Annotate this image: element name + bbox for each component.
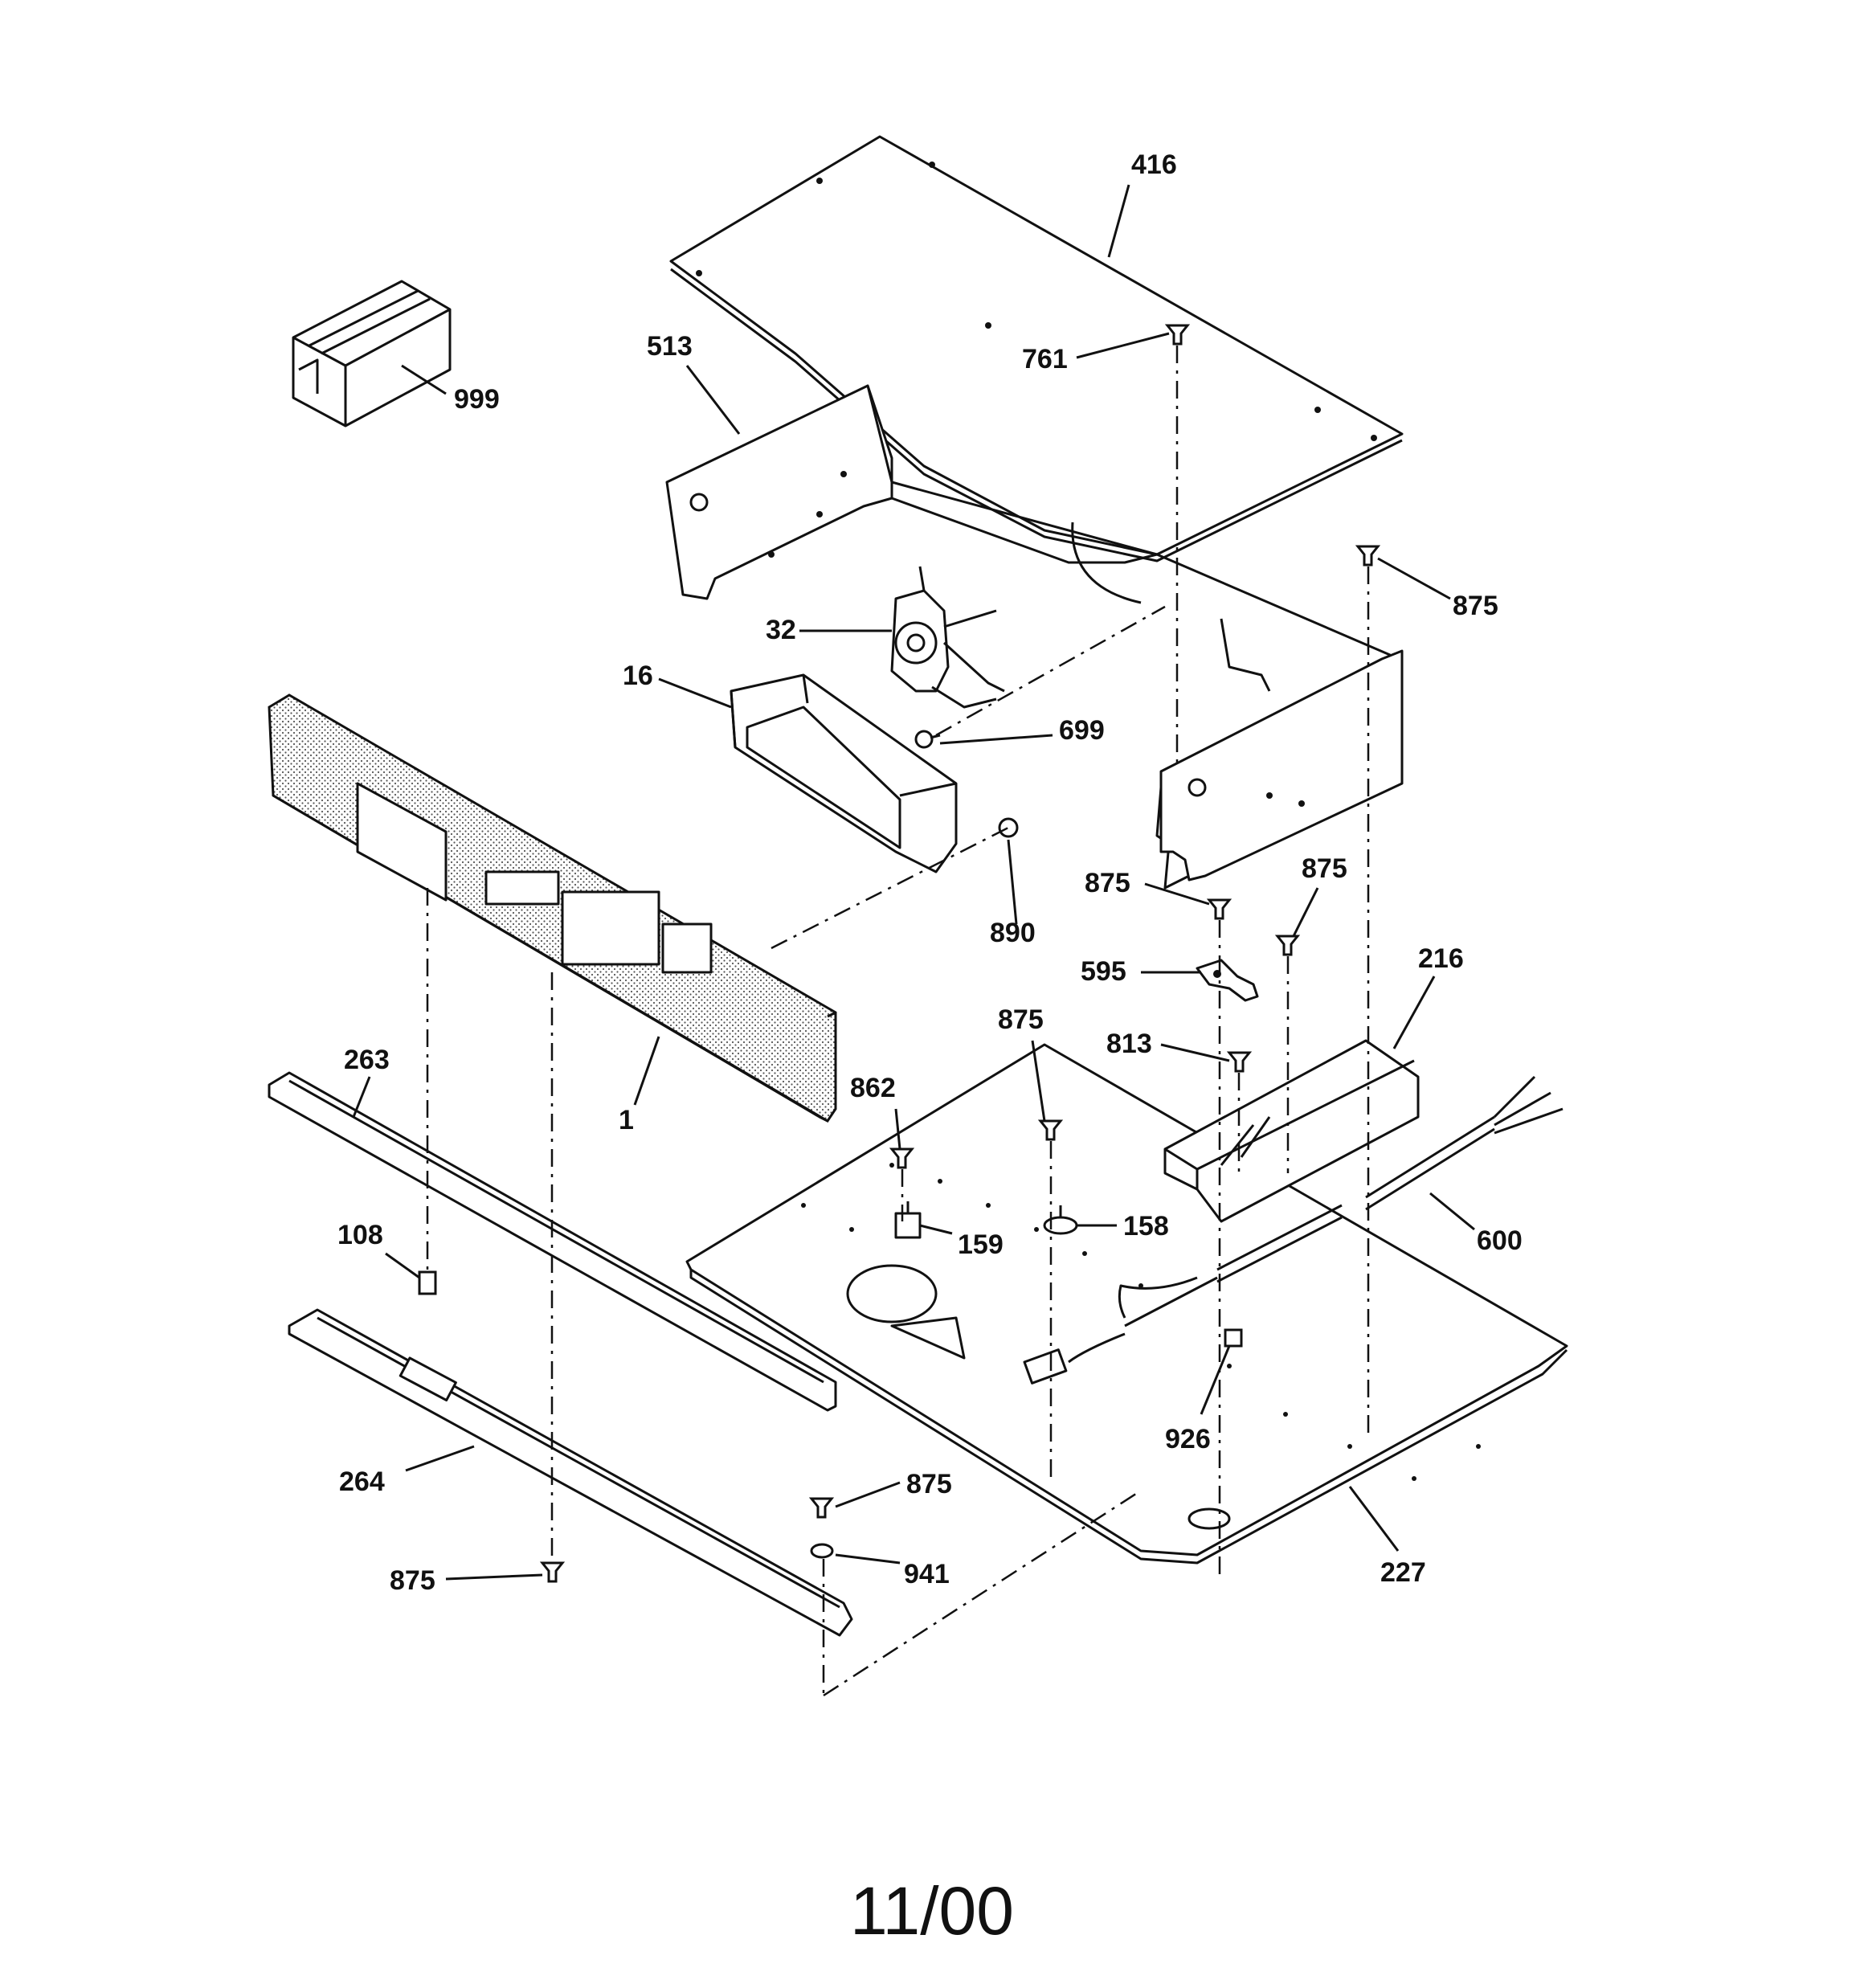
callout-158: 158 (1123, 1211, 1169, 1241)
alignment-lines (426, 346, 1370, 1697)
screw-875-lower (808, 1497, 835, 1519)
screw-875-bottom (539, 1561, 566, 1583)
screw-890 (998, 817, 1019, 838)
callout-941: 941 (904, 1559, 950, 1589)
callout-16: 16 (623, 661, 653, 691)
screw-875-mid (1206, 898, 1232, 920)
screw-108 (418, 1270, 437, 1295)
screws (418, 324, 1381, 1583)
part-1-control-panel (268, 693, 837, 1123)
screw-926 (1224, 1328, 1243, 1348)
callout-595: 595 (1081, 956, 1126, 987)
screw-761 (1164, 324, 1191, 346)
callout-1: 1 (619, 1105, 634, 1135)
screw-875-right (1274, 935, 1301, 956)
callout-926: 926 (1165, 1424, 1211, 1454)
screw-875-top-right (1355, 545, 1381, 567)
callout-108: 108 (337, 1220, 383, 1250)
callout-699: 699 (1059, 715, 1105, 746)
callout-813: 813 (1106, 1029, 1152, 1059)
callout-32: 32 (766, 615, 796, 645)
part-600-wire-harness (1023, 1075, 1564, 1385)
screw-862 (889, 1147, 915, 1169)
callout-999: 999 (454, 384, 500, 415)
part-16-control-board (730, 673, 958, 873)
callout-263: 263 (344, 1045, 390, 1075)
screw-875-base (1037, 1119, 1064, 1141)
part-216-terminal-cover (1163, 1039, 1420, 1223)
callout-600: 600 (1477, 1225, 1523, 1256)
callout-875-mid: 875 (1085, 868, 1130, 898)
callout-875-right: 875 (1302, 853, 1347, 884)
callout-264: 264 (339, 1466, 385, 1497)
part-264-bracket (288, 1308, 853, 1637)
part-999-box (292, 280, 452, 427)
callout-862: 862 (850, 1073, 896, 1103)
leader-lines (352, 184, 1475, 1581)
callout-216: 216 (1418, 943, 1464, 974)
part-159-switch (894, 1201, 922, 1239)
callout-513: 513 (647, 331, 693, 362)
screw-699 (914, 730, 941, 749)
part-416-top-cover (669, 135, 1404, 562)
callout-875-base: 875 (998, 1004, 1044, 1035)
callout-159: 159 (958, 1229, 1004, 1260)
washer-941 (810, 1543, 834, 1559)
part-227-base (685, 1043, 1568, 1565)
callout-416: 416 (1131, 149, 1177, 180)
part-263-trim (268, 1071, 837, 1412)
callout-761: 761 (1022, 344, 1068, 374)
callout-890: 890 (990, 918, 1036, 948)
keypad-area (484, 870, 713, 974)
callout-875-lower: 875 (906, 1469, 952, 1499)
footer-date-code: 11/00 (850, 1873, 1014, 1949)
part-513-wrapper (665, 384, 1404, 890)
callout-875-bottom: 875 (390, 1565, 435, 1596)
part-595-clamp (1196, 959, 1259, 1002)
screw-813 (1226, 1051, 1253, 1073)
callouts: 416 513 761 999 875 32 16 699 890 875 87… (337, 149, 1523, 1596)
part-32-fan-motor (890, 566, 1005, 709)
callout-875-top-right: 875 (1453, 591, 1498, 621)
callout-227: 227 (1380, 1557, 1426, 1588)
